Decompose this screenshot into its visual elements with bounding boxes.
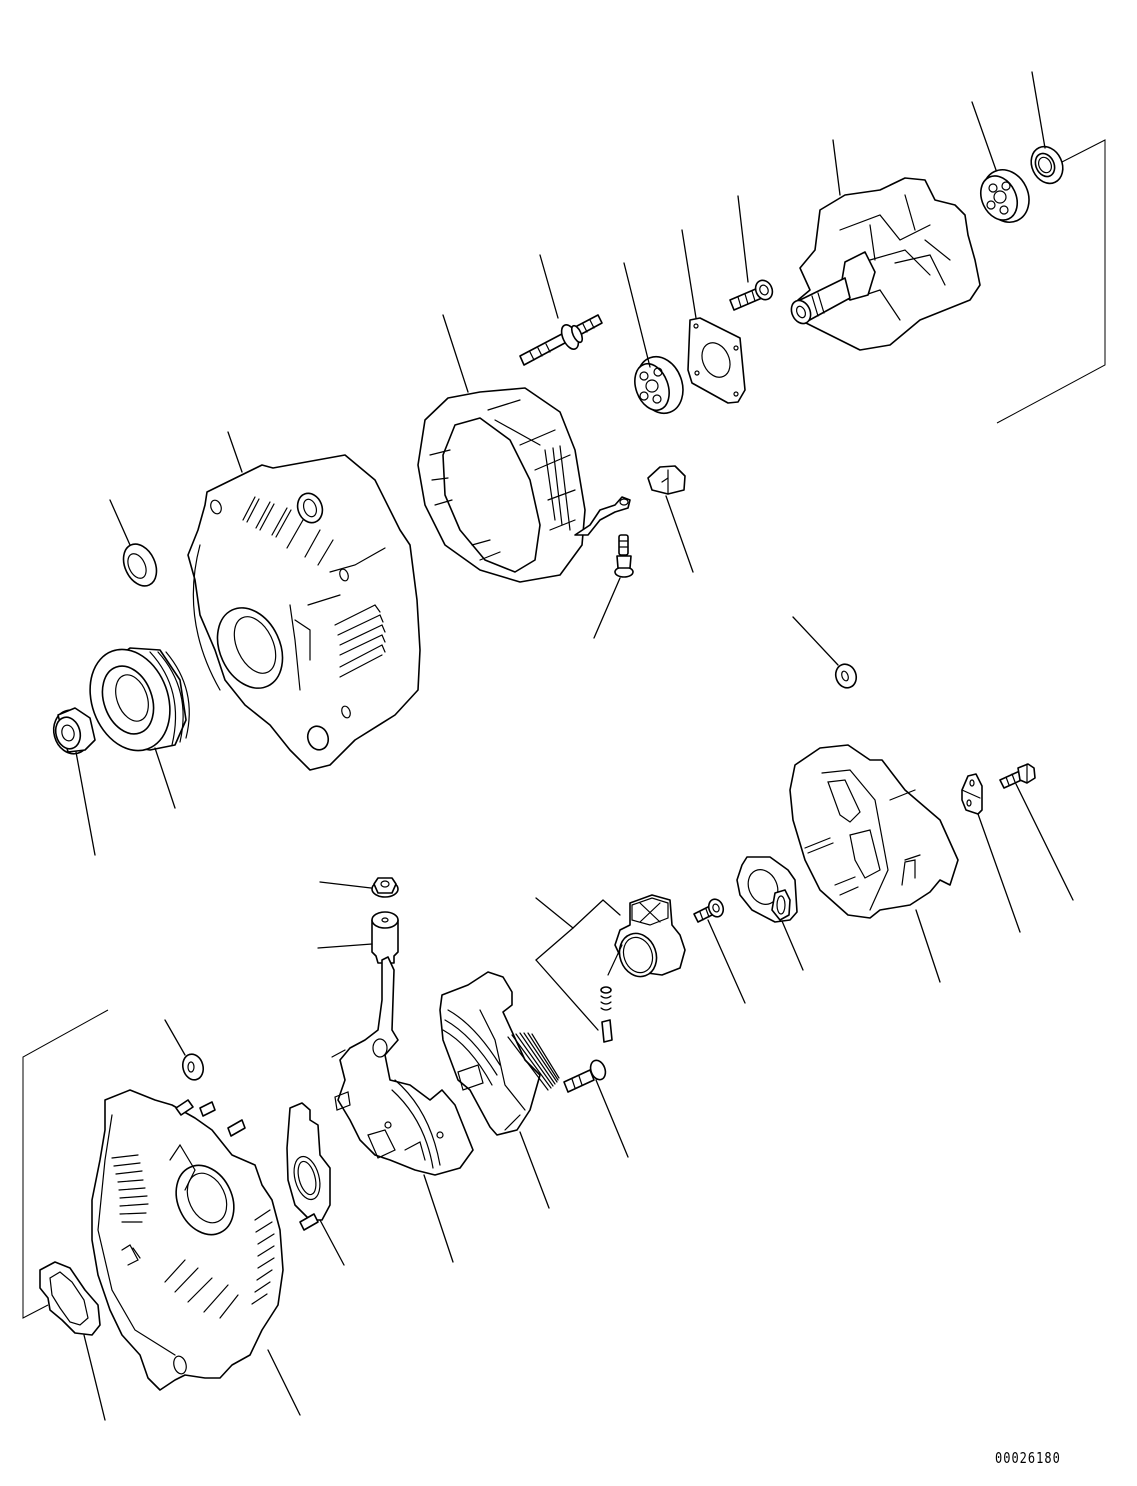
- spacer-collar-part: [109, 499, 158, 587]
- rear-frame-gasket-part: [39, 1261, 106, 1421]
- through-stud-part: [519, 254, 603, 366]
- pulley-part: [89, 647, 190, 809]
- regulator-screw-part: [563, 1059, 629, 1158]
- front-bearing-part: [623, 262, 684, 415]
- cover-bolt-part: [999, 763, 1074, 901]
- drawing-number: 00026180: [995, 1449, 1061, 1467]
- terminal-nut-part: [792, 616, 858, 689]
- rectifier-holder-part: [331, 956, 474, 1263]
- connector-clamp-part: [961, 773, 1021, 933]
- stator-part: [417, 314, 631, 583]
- brush-holder-assembly-part: [535, 894, 686, 1043]
- stator-lead-screw-part: [593, 534, 634, 639]
- terminal-insulator-part: [647, 465, 694, 573]
- rear-bearing-cover-part: [1030, 71, 1064, 185]
- terminal-insulator-cap-part: [736, 856, 804, 971]
- drive-end-frame-part: [187, 431, 421, 771]
- rear-end-frame-part: [91, 1089, 319, 1416]
- rear-bearing-seal-part: [286, 1102, 345, 1266]
- front-bearing-retainer-nut-part: [52, 707, 96, 856]
- rear-bearing-part: [971, 101, 1030, 223]
- regulator-part: [439, 971, 560, 1209]
- brush-holder-screw-part: [693, 898, 746, 1004]
- rear-end-cover-part: [789, 744, 959, 983]
- rear-frame-nut-part: [164, 1019, 205, 1081]
- b-terminal-insulator-part: [317, 911, 399, 964]
- rotor-part: [790, 139, 981, 351]
- retainer-screw-part: [729, 195, 774, 311]
- bearing-retainer-plate-part: [681, 229, 746, 404]
- upper-group-bracket: [996, 139, 1106, 424]
- b-terminal-nut-part: [319, 877, 399, 898]
- lower-group-bracket: [22, 1009, 109, 1319]
